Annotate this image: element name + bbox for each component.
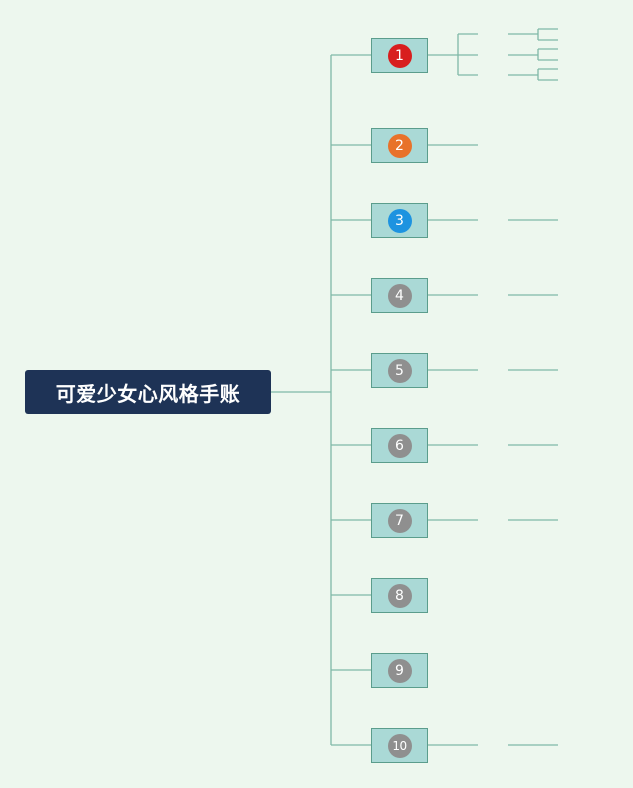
number-badge-7: 7 (387, 508, 412, 533)
topic-node-5[interactable]: 5 (371, 353, 428, 388)
topic-node-1[interactable]: 1 (371, 38, 428, 73)
root-topic-label: 可爱少女心风格手账 (55, 381, 241, 406)
topic-node-3[interactable]: 3 (371, 203, 428, 238)
topic-node-6[interactable]: 6 (371, 428, 428, 463)
topic-node-4[interactable]: 4 (371, 278, 428, 313)
node-1-children (428, 28, 558, 81)
number-badge-4: 4 (387, 283, 412, 308)
number-badge-10: 10 (387, 733, 412, 758)
number-badge-2: 2 (387, 133, 412, 158)
number-badge-8: 8 (387, 583, 412, 608)
number-badge-6: 6 (387, 433, 412, 458)
topic-node-9[interactable]: 9 (371, 653, 428, 688)
topic-node-8[interactable]: 8 (371, 578, 428, 613)
number-badge-9: 9 (387, 658, 412, 683)
root-topic[interactable]: 可爱少女心风格手账 (25, 370, 271, 414)
number-badge-5: 5 (387, 358, 412, 383)
number-badge-1: 1 (387, 43, 412, 68)
topic-node-7[interactable]: 7 (371, 503, 428, 538)
topic-node-10[interactable]: 10 (371, 728, 428, 763)
number-badge-3: 3 (387, 208, 412, 233)
topic-node-2[interactable]: 2 (371, 128, 428, 163)
